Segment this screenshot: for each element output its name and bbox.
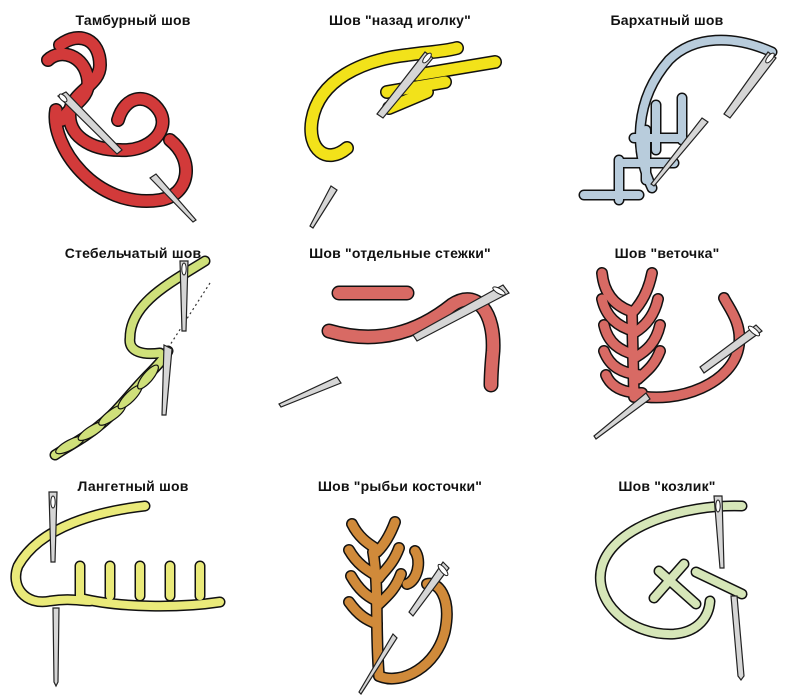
stitch-cell-stem: Стебельчатый шов	[0, 233, 266, 466]
stitch-cell-branch: Шов "веточка"	[534, 233, 800, 466]
stitch-title: Шов "веточка"	[614, 245, 720, 261]
needle-icon	[713, 495, 745, 681]
stitch-title: Тамбурный шов	[75, 12, 191, 28]
stitch-cell-velvet: Бархатный шов	[534, 0, 800, 233]
branch-stitch-icon	[593, 267, 763, 440]
separate-stitches-icon	[278, 284, 510, 408]
needle-icon	[48, 491, 60, 688]
herringbone-stitch-icon	[594, 495, 748, 681]
stitch-title: Бархатный шов	[610, 12, 724, 28]
stitch-title: Шов "рыбьи косточки"	[317, 478, 483, 494]
stitch-title: Шов "назад иголку"	[329, 12, 471, 28]
blanket-stitch-icon	[10, 491, 226, 688]
stitch-title: Лангетный шов	[77, 478, 189, 494]
needle-icon	[278, 284, 510, 408]
needle-icon	[358, 561, 450, 695]
stitch-cell-blanket: Лангетный шов	[0, 466, 266, 699]
stem-stitch-icon	[49, 255, 211, 461]
velvet-stitch-icon	[578, 34, 778, 206]
needle-icon	[309, 51, 434, 229]
stitch-cell-herringbone: Шов "козлик"	[534, 466, 800, 699]
needle-icon	[650, 51, 777, 187]
stitch-cell-chain: Тамбурный шов	[0, 0, 266, 233]
stitch-title: Шов "отдельные стежки"	[309, 245, 491, 261]
chain-stitch-icon	[41, 30, 197, 223]
backstitch-icon	[304, 41, 502, 229]
stitch-title: Шов "козлик"	[618, 478, 716, 494]
stitch-title: Стебельчатый шов	[64, 245, 202, 261]
stitch-cell-backstitch: Шов "назад иголку"	[267, 0, 533, 233]
fishbone-stitch-icon	[343, 516, 453, 695]
stitch-cell-fishbone: Шов "рыбьи косточки"	[267, 466, 533, 699]
stitch-cell-separate: Шов "отдельные стежки"	[267, 233, 533, 466]
needle-icon	[161, 260, 189, 416]
needle-icon	[593, 324, 763, 440]
needle-icon	[56, 91, 197, 223]
